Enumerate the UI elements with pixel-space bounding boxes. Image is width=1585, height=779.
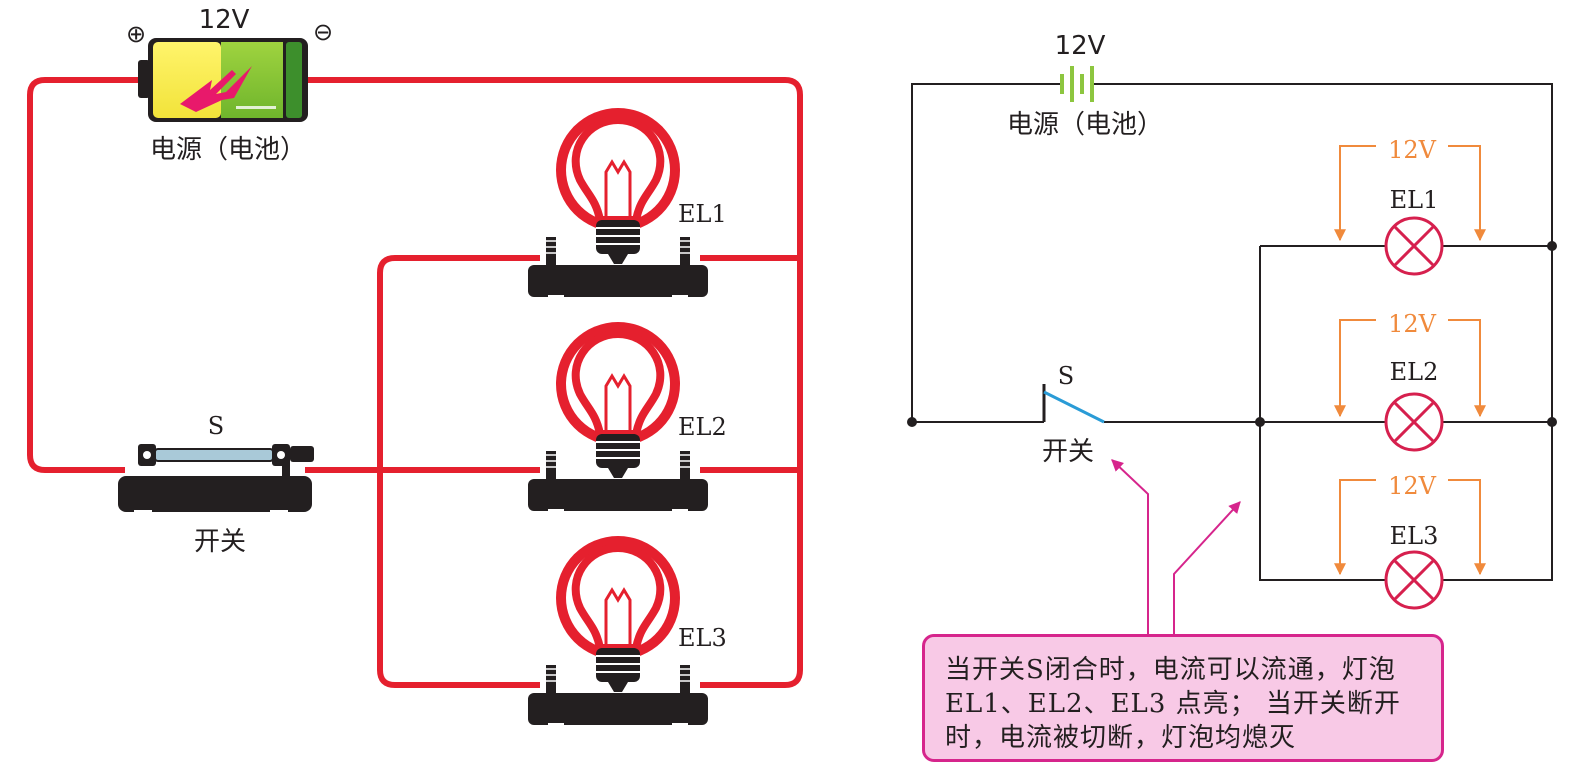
switch-caption: 开关 [194,527,246,557]
junction-dots [907,241,1557,427]
lamp-el1-symbol [1334,145,1486,276]
callout-arrow-lamps [1173,501,1241,634]
schematic-wires [911,83,1553,581]
lamp-el1-symbol-label: EL1 [1390,186,1439,214]
schematic-switch-label: S [1058,362,1074,390]
callout-arrow-switch [1111,459,1149,634]
battery-positive-icon: ⊕ [126,20,146,48]
pictorial-wires [27,77,803,688]
battery [138,38,308,122]
callout-arrows [1111,459,1241,634]
battery-caption: 电源（电池） [150,135,306,165]
lamp-el2-symbol [1334,319,1486,452]
switch-label: S [208,412,224,440]
battery-symbol [1060,66,1094,102]
lamp-el1-voltage: 12V [1388,136,1437,164]
schematic-battery-caption: 电源（电池） [1007,110,1163,140]
battery-negative-icon: ⊖ [313,18,333,46]
switch-pictorial [118,444,314,514]
switch-symbol [1042,384,1105,424]
explanation-note: 当开关S闭合时，电流可以流通，灯泡 EL1、EL2、EL3 点亮； 当开关断开 … [922,634,1444,762]
wire-branch-left [377,255,540,688]
schematic-battery-voltage: 12V [1055,31,1106,61]
note-line: EL1、EL2、EL3 点亮； 当开关断开 [945,689,1401,719]
wire-top [27,77,145,473]
lamp-el2-label: EL2 [678,413,727,441]
note-line: 时，电流被切断，灯泡均熄灭 [945,723,1297,753]
lamp-el3-label: EL3 [678,624,727,652]
note-line: 当开关S闭合时，电流可以流通，灯泡 [945,655,1396,685]
lamp-el3-voltage: 12V [1388,472,1437,500]
wire-top-right [305,77,803,688]
lamp-el3-symbol [1334,479,1486,610]
schematic-switch-caption: 开关 [1042,437,1094,467]
lamp-el2-symbol-label: EL2 [1390,358,1439,386]
lamp-el2-voltage: 12V [1388,310,1437,338]
battery-voltage-label: 12V [199,5,250,35]
lamp-el1-label: EL1 [678,200,727,228]
lamp-el3-symbol-label: EL3 [1390,522,1439,550]
lightning-icon [180,66,252,112]
